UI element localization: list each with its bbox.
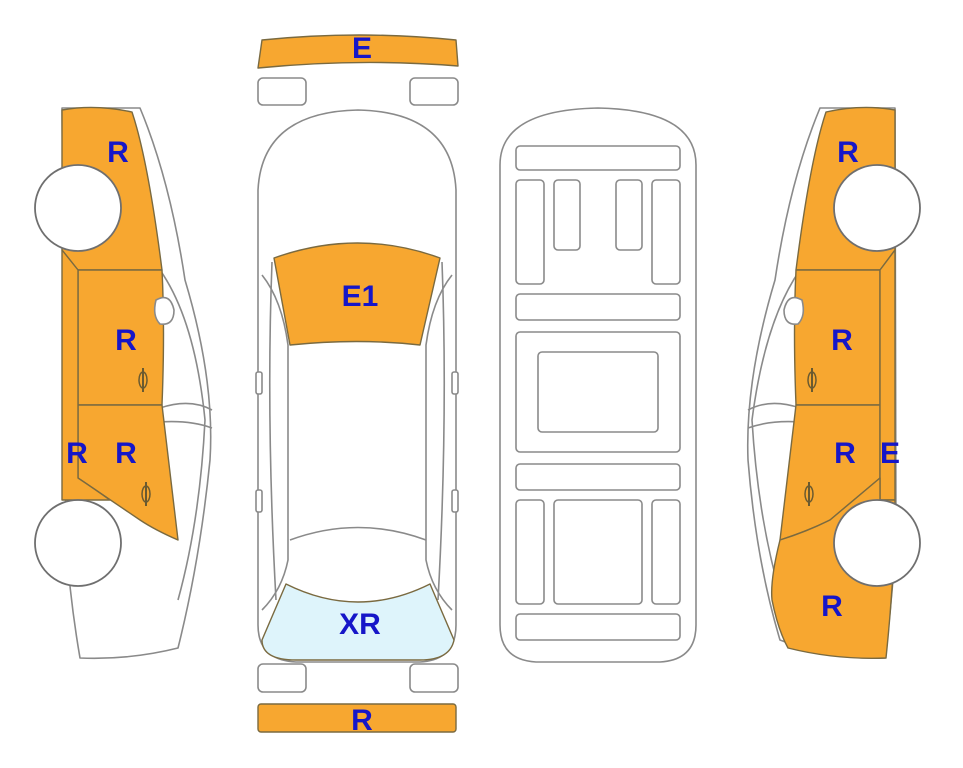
left-side-mirror: [153, 296, 175, 326]
rear-right-light: [409, 663, 459, 693]
underbody-rear-crossmember: [515, 463, 681, 491]
left-side-window-line: [159, 402, 213, 411]
right-sill-label: E: [880, 437, 900, 470]
top-view-right-side: [425, 274, 453, 611]
front-right-fog-light: [409, 77, 459, 106]
left-front-door-handle: [138, 368, 148, 392]
underbody-right-rail-front: [651, 179, 681, 285]
right-rear-door-handle: [804, 482, 814, 506]
top-view-right-pillar: [437, 261, 446, 601]
right-side-roofline: [751, 269, 801, 601]
top-view-roof-rear: [289, 526, 427, 541]
right-rear-quarter-label: R: [821, 590, 843, 623]
top-view-left-side: [261, 274, 289, 611]
left-side-window-line-2: [159, 420, 213, 429]
left-rear-door-label: R: [115, 437, 137, 470]
right-rear-door-label: R: [834, 437, 856, 470]
right-mirror: [451, 371, 459, 395]
top-view-left-pillar: [268, 261, 277, 601]
underbody-right-rail-rear: [651, 499, 681, 605]
right-front-door-handle: [807, 368, 817, 392]
right-side-window-line: [747, 402, 801, 411]
left-sill-label: R: [66, 437, 88, 470]
left-front-fender-label: R: [107, 136, 129, 169]
right-side-mirror: [783, 296, 805, 326]
right-rear-wheel: [833, 499, 921, 587]
rear-window-label: XR: [339, 608, 381, 641]
underbody-right-mount: [615, 179, 643, 251]
left-sill[interactable]: [61, 249, 111, 501]
left-front-door-label: R: [115, 324, 137, 357]
underbody-left-rail-rear: [515, 499, 545, 605]
windshield-label: E1: [342, 280, 379, 313]
left-mirror: [255, 371, 263, 395]
rear-window[interactable]: [261, 583, 455, 661]
underbody-trunk-floor: [553, 499, 643, 605]
front-left-fog-light: [257, 77, 307, 106]
rear-left-light: [257, 663, 307, 693]
left-door-handle-top: [255, 489, 263, 513]
right-front-fender-label: R: [837, 136, 859, 169]
underbody-rear-panel: [515, 613, 681, 641]
left-side-roofline: [159, 269, 206, 601]
underbody-left-mount: [553, 179, 581, 251]
rear-bumper[interactable]: [257, 703, 457, 733]
left-front-wheel: [34, 164, 122, 252]
right-door-handle-top: [451, 489, 459, 513]
underbody-front-crossmember: [515, 293, 681, 321]
front-bumper[interactable]: [257, 34, 459, 69]
right-front-door-label: R: [831, 324, 853, 357]
underbody-floor-inner: [537, 351, 659, 433]
underbody-front-panel: [515, 145, 681, 171]
left-rear-door[interactable]: [77, 404, 179, 541]
front-bumper-label: E: [352, 32, 372, 65]
left-rear-door-handle: [141, 482, 151, 506]
left-rear-wheel: [34, 499, 122, 587]
rear-bumper-label: R: [351, 704, 373, 737]
underbody-left-rail-front: [515, 179, 545, 285]
windshield[interactable]: [273, 242, 441, 346]
right-front-wheel: [833, 164, 921, 252]
